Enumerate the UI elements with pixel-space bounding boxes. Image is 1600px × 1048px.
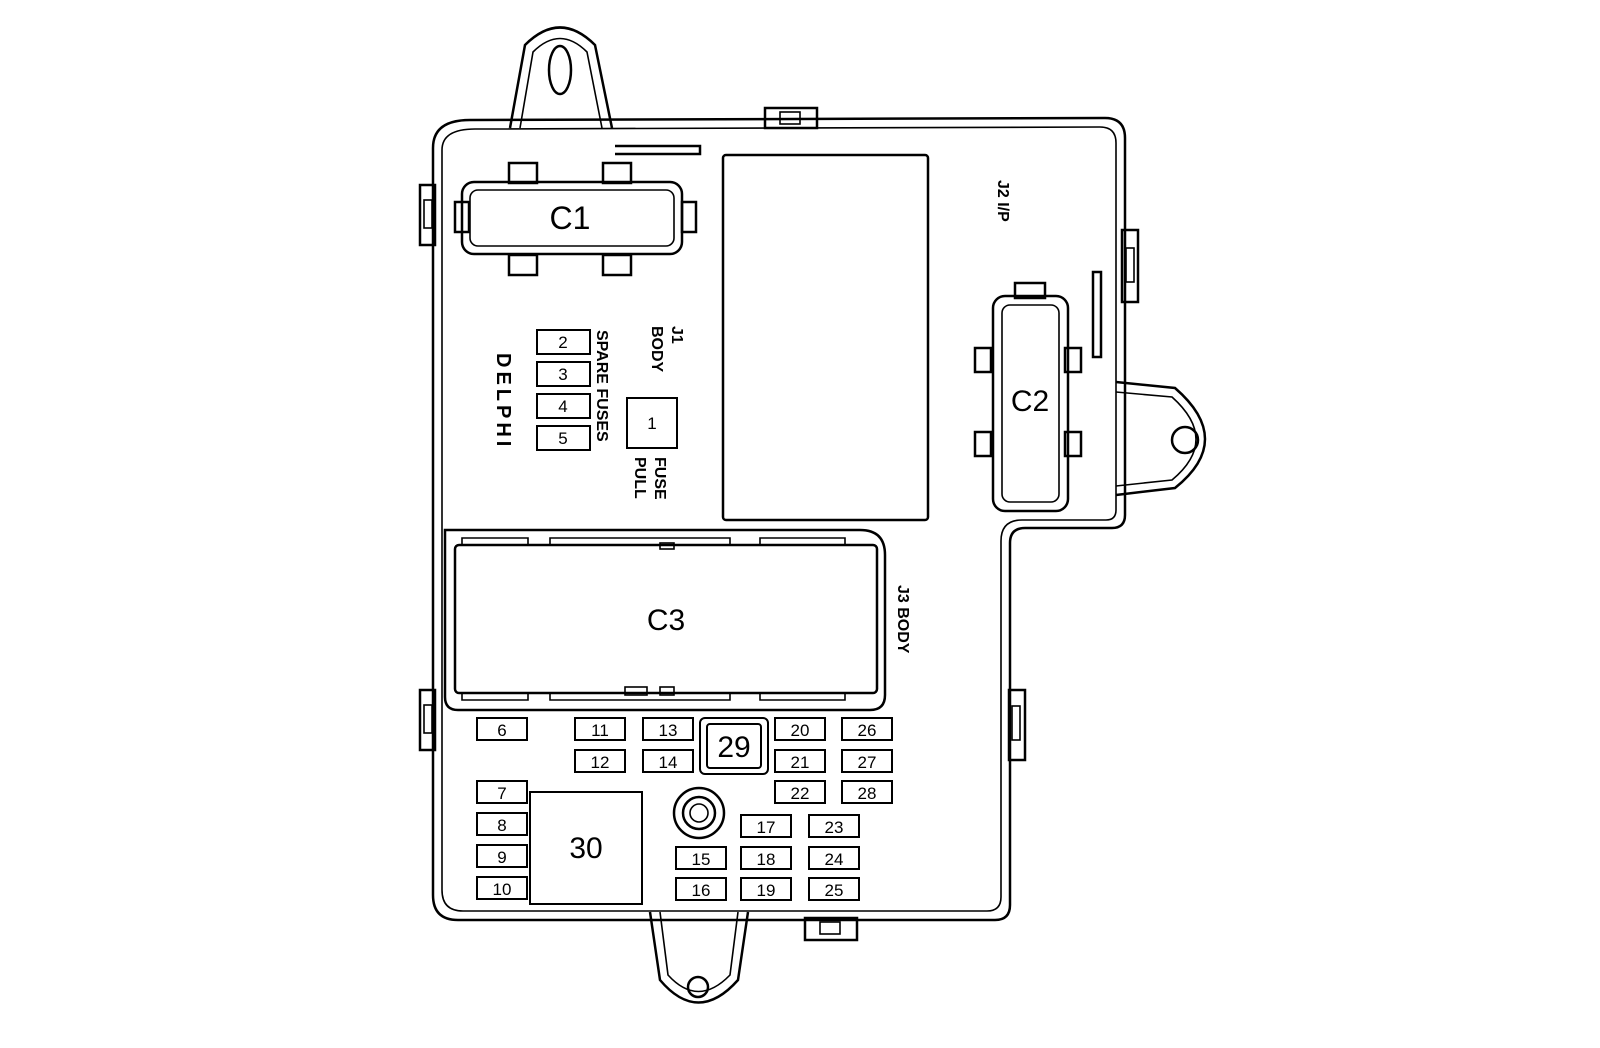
fuse-26[interactable]: 26 [841, 717, 893, 741]
fuse-16-label: 16 [692, 881, 711, 900]
fuse-24-label: 24 [825, 850, 844, 869]
fuse-4-label: 4 [558, 397, 567, 416]
fuse-13[interactable]: 13 [642, 717, 694, 741]
fuse-7[interactable]: 7 [476, 780, 528, 804]
fuse-25[interactable]: 25 [808, 877, 860, 901]
fuse-6-label: 6 [497, 721, 506, 740]
fuse-21[interactable]: 21 [774, 749, 826, 773]
fuse-9[interactable]: 9 [476, 844, 528, 868]
fuse-5[interactable]: 5 [536, 425, 591, 451]
delphi-logo: DELPHI [492, 353, 514, 450]
spare-fuses: 2 3 4 5 [536, 329, 591, 451]
fuse-pull-label-line2: PULL [631, 457, 648, 499]
fuse-30[interactable]: 30 [529, 791, 643, 905]
fuse-21-label: 21 [791, 753, 810, 772]
fuse-17[interactable]: 17 [740, 814, 792, 838]
fuse-15-label: 15 [692, 850, 711, 869]
fuse-20-label: 20 [791, 721, 810, 740]
j1-label-line1: J1 [668, 326, 685, 344]
fuse-12-label: 12 [591, 753, 610, 772]
fuse-10[interactable]: 10 [476, 876, 528, 900]
fuse-15[interactable]: 15 [675, 846, 727, 870]
fuse-23-label: 23 [825, 818, 844, 837]
j2-label: J2 I/P [994, 180, 1011, 222]
fuse-10-label: 10 [493, 880, 512, 899]
fuse-11[interactable]: 11 [574, 717, 626, 741]
fuse-19[interactable]: 19 [740, 877, 792, 901]
connector-c1: C1 [453, 161, 698, 277]
fuse-25-label: 25 [825, 881, 844, 900]
fuse-3[interactable]: 3 [536, 361, 591, 387]
fuse-29[interactable]: 29 [699, 717, 769, 775]
fuse-box-housing [431, 116, 1127, 922]
c3-label: C3 [647, 604, 685, 637]
fuse-27-label: 27 [858, 753, 877, 772]
fuse-pull-label-line1: FUSE [651, 457, 668, 500]
c2-label: C2 [1011, 385, 1049, 418]
fuse-30-label: 30 [569, 832, 602, 865]
j3-label: J3 BODY [894, 585, 911, 654]
fuse-14[interactable]: 14 [642, 749, 694, 773]
fuse-1[interactable]: 1 [626, 397, 678, 449]
fuse-2[interactable]: 2 [536, 329, 591, 355]
fuse-18-label: 18 [757, 850, 776, 869]
fuse-6[interactable]: 6 [476, 717, 528, 741]
ground-stud [672, 786, 726, 840]
fuse-8-label: 8 [497, 816, 506, 835]
right-mounting-ear [1115, 380, 1207, 497]
fuse-24[interactable]: 24 [808, 846, 860, 870]
fuse-13-label: 13 [659, 721, 678, 740]
fuse-23[interactable]: 23 [808, 814, 860, 838]
lower-fuse-panel: 6 7 8 9 10 30 11 12 [476, 717, 893, 905]
relay-cover-block [721, 153, 930, 522]
fuse-2-label: 2 [558, 333, 567, 352]
fuse-4[interactable]: 4 [536, 393, 591, 419]
fuse-28[interactable]: 28 [841, 780, 893, 804]
connector-c2: C2 [973, 281, 1083, 513]
fuse-7-label: 7 [497, 784, 506, 803]
fuse-26-label: 26 [858, 721, 877, 740]
fuse-29-label: 29 [717, 731, 750, 764]
fuse-1-label: 1 [647, 414, 656, 433]
fuse-18[interactable]: 18 [740, 846, 792, 870]
fuse-14-label: 14 [659, 753, 678, 772]
c1-label: C1 [550, 200, 591, 236]
fuse-17-label: 17 [757, 818, 776, 837]
fuse-9-label: 9 [497, 848, 506, 867]
connector-c3: C3 [443, 528, 887, 712]
fuse-19-label: 19 [757, 881, 776, 900]
fuse-3-label: 3 [558, 365, 567, 384]
housing-clips [418, 106, 1140, 942]
fuse-5-label: 5 [558, 429, 567, 448]
fuse-22[interactable]: 22 [774, 780, 826, 804]
fuse-16[interactable]: 16 [675, 877, 727, 901]
fuse-20[interactable]: 20 [774, 717, 826, 741]
top-mounting-ear [508, 26, 614, 129]
j1-label-line2: BODY [648, 326, 665, 373]
fuse-22-label: 22 [791, 784, 810, 803]
fuse-8[interactable]: 8 [476, 812, 528, 836]
fuse-27[interactable]: 27 [841, 749, 893, 773]
fuse-12[interactable]: 12 [574, 749, 626, 773]
fuse-28-label: 28 [858, 784, 877, 803]
bottom-mounting-ear [648, 911, 750, 1004]
spare-fuses-label: SPARE FUSES [593, 330, 610, 442]
fuse-11-label: 11 [591, 721, 609, 740]
